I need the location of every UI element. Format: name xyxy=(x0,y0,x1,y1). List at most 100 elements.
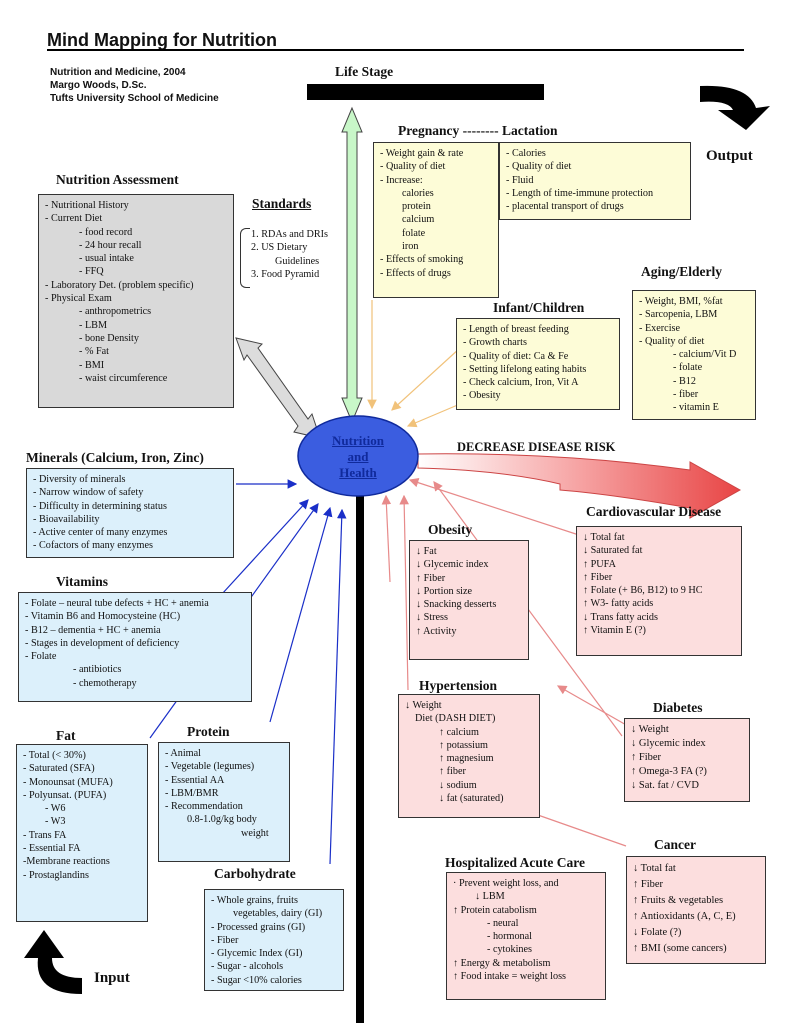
list-item: - B12 – dementia + HC + anemia xyxy=(25,624,161,636)
list-item: ↑ Fiber xyxy=(631,752,662,763)
list-item: - antibiotics xyxy=(73,664,122,676)
list-item: - LBM/BMR xyxy=(165,787,219,799)
list-item: - placental transport of drugs xyxy=(506,201,624,213)
connector-diabetes-2 xyxy=(556,685,629,727)
output-arrow-icon xyxy=(700,85,770,130)
list-item: ↓ Folate (?) xyxy=(633,927,682,938)
list-item: - B12 xyxy=(673,375,696,387)
pregnancy-box: - Weight gain & rate - Quality of diet -… xyxy=(373,142,499,298)
list-item: -Membrane reactions xyxy=(23,856,110,868)
pregnancy-title: Pregnancy -------- Lactation xyxy=(398,123,558,138)
list-item: ↓ Sat. fat / CVD xyxy=(631,780,699,791)
list-item: ↑ calcium xyxy=(439,726,479,738)
list-item: - W6 xyxy=(45,803,66,815)
list-item: - Folate – neural tube defects + HC + an… xyxy=(25,598,209,609)
list-item: - Sarcopenia, LBM xyxy=(639,309,718,321)
credit-line: Tufts University School of Medicine xyxy=(50,93,219,104)
list-item: ↑ Vitamin E (?) xyxy=(583,625,646,637)
list-item: ↓ Glycemic index xyxy=(416,559,489,571)
list-item: folate xyxy=(402,227,426,239)
standards-list: 1. RDAs and DRIs 2. US Dietary Guideline… xyxy=(251,228,328,281)
life-stage-label: Life Stage xyxy=(335,64,394,79)
credit-line: Nutrition and Medicine, 2004 xyxy=(50,67,186,78)
list-item: ↑ PUFA xyxy=(583,558,616,570)
list-item: - Vitamin B6 and Homocysteine (HC) xyxy=(25,611,181,623)
list-item: - fiber xyxy=(673,389,699,401)
standards-item: Guidelines xyxy=(275,255,320,267)
cardio-title: Cardiovascular Disease xyxy=(586,504,722,519)
protein-title: Protein xyxy=(187,724,230,739)
list-item: - BMI xyxy=(79,359,105,371)
list-item: - Glycemic Index (GI) xyxy=(211,948,303,960)
connector-carbohydrate xyxy=(329,508,347,865)
hypertension-box: ↓ Weight Diet (DASH DIET) ↑ calcium ↑ po… xyxy=(398,694,540,818)
list-item: - Sugar <10% calories xyxy=(211,974,302,986)
list-item: ↓ Glycemic index xyxy=(631,738,706,749)
connector-obesity xyxy=(381,494,392,583)
list-item: - waist circumference xyxy=(79,372,168,384)
list-item: ↑ Activity xyxy=(416,625,457,637)
assessment-box: - Nutritional History - Current Diet - f… xyxy=(38,194,234,408)
list-item: - Nutritional History xyxy=(45,200,129,211)
list-item: - Exercise xyxy=(639,322,681,334)
center-label: Nutrition and Health xyxy=(298,433,418,481)
list-item: ↓ Snacking desserts xyxy=(416,599,497,611)
list-item: ↑ Protein catabolism xyxy=(453,904,537,916)
fat-title: Fat xyxy=(56,728,76,743)
list-item: calories xyxy=(402,187,434,199)
list-item: ↑ Antioxidants (A, C, E) xyxy=(633,911,736,922)
hospital-title: Hospitalized Acute Care xyxy=(445,855,585,870)
list-item: - bone Density xyxy=(79,332,139,344)
list-item: - Sugar - alcohols xyxy=(211,961,284,973)
list-item: - Diversity of minerals xyxy=(33,474,126,485)
decrease-risk-arrow xyxy=(417,453,742,519)
list-item: ↑ BMI (some cancers) xyxy=(633,943,727,954)
aging-box: - Weight, BMI, %fat - Sarcopenia, LBM - … xyxy=(632,290,756,420)
list-item: - anthropometrics xyxy=(79,306,152,318)
list-item: ↑ magnesium xyxy=(439,753,494,765)
list-item: 0.8-1.0g/kg body xyxy=(187,814,257,826)
list-item: weight xyxy=(241,827,269,839)
list-item: - Length of breast feeding xyxy=(463,324,569,335)
list-item: - FFQ xyxy=(79,266,104,278)
list-item: - Quality of diet xyxy=(639,335,705,347)
connector-hypertension xyxy=(399,494,409,691)
list-item: calcium xyxy=(402,214,435,226)
list-item: - hormonal xyxy=(487,931,532,943)
list-item: - % Fat xyxy=(79,346,109,358)
life-stage-double-arrow xyxy=(341,106,363,424)
list-item: - Quality of diet xyxy=(506,161,572,173)
list-item: - food record xyxy=(79,226,133,238)
list-item: ↓ Stress xyxy=(416,612,448,624)
credit-line: Margo Woods, D.Sc. xyxy=(50,80,147,91)
list-item: - Difficulty in determining status xyxy=(33,500,167,512)
list-item: ↑ Fruits & vegetables xyxy=(633,895,724,906)
list-item: - Bioavailability xyxy=(33,513,100,525)
list-item: · Prevent weight loss, and xyxy=(453,878,559,889)
list-item: ↓ Trans fatty acids xyxy=(583,611,658,623)
nutrition-health-node xyxy=(297,415,419,497)
list-item: vegetables, dairy (GI) xyxy=(233,908,323,920)
list-item: ↓ LBM xyxy=(475,891,505,903)
diabetes-box: ↓ Weight ↓ Glycemic index ↑ Fiber ↑ Omeg… xyxy=(624,718,750,802)
hypertension-title: Hypertension xyxy=(419,678,498,693)
list-item: - Obesity xyxy=(463,390,501,402)
list-item: ↑ Folate (+ B6, B12) to 9 HC xyxy=(583,585,703,597)
list-item: - Processed grains (GI) xyxy=(211,921,306,933)
list-item: - Fluid xyxy=(506,174,534,186)
list-item: - LBM xyxy=(79,319,108,331)
list-item: Diet (DASH DIET) xyxy=(415,713,496,725)
list-item: - Increase: xyxy=(380,174,423,186)
list-item: - Active center of many enzymes xyxy=(33,527,168,539)
list-item: ↑ Energy & metabolism xyxy=(453,957,551,969)
vitamins-box: - Folate – neural tube defects + HC + an… xyxy=(18,592,252,702)
infant-box: - Length of breast feeding - Growth char… xyxy=(456,318,620,410)
assessment-double-arrow xyxy=(235,337,321,439)
center-line: Health xyxy=(339,465,377,480)
list-item: - Saturated (SFA) xyxy=(23,763,95,775)
obesity-box: ↓ Fat ↓ Glycemic index ↑ Fiber ↓ Portion… xyxy=(409,540,529,660)
list-item: - Effects of drugs xyxy=(380,267,451,279)
list-item: - Effects of smoking xyxy=(380,254,464,266)
list-item: - Narrow window of safety xyxy=(33,487,144,499)
assessment-title: Nutrition Assessment xyxy=(56,172,179,187)
